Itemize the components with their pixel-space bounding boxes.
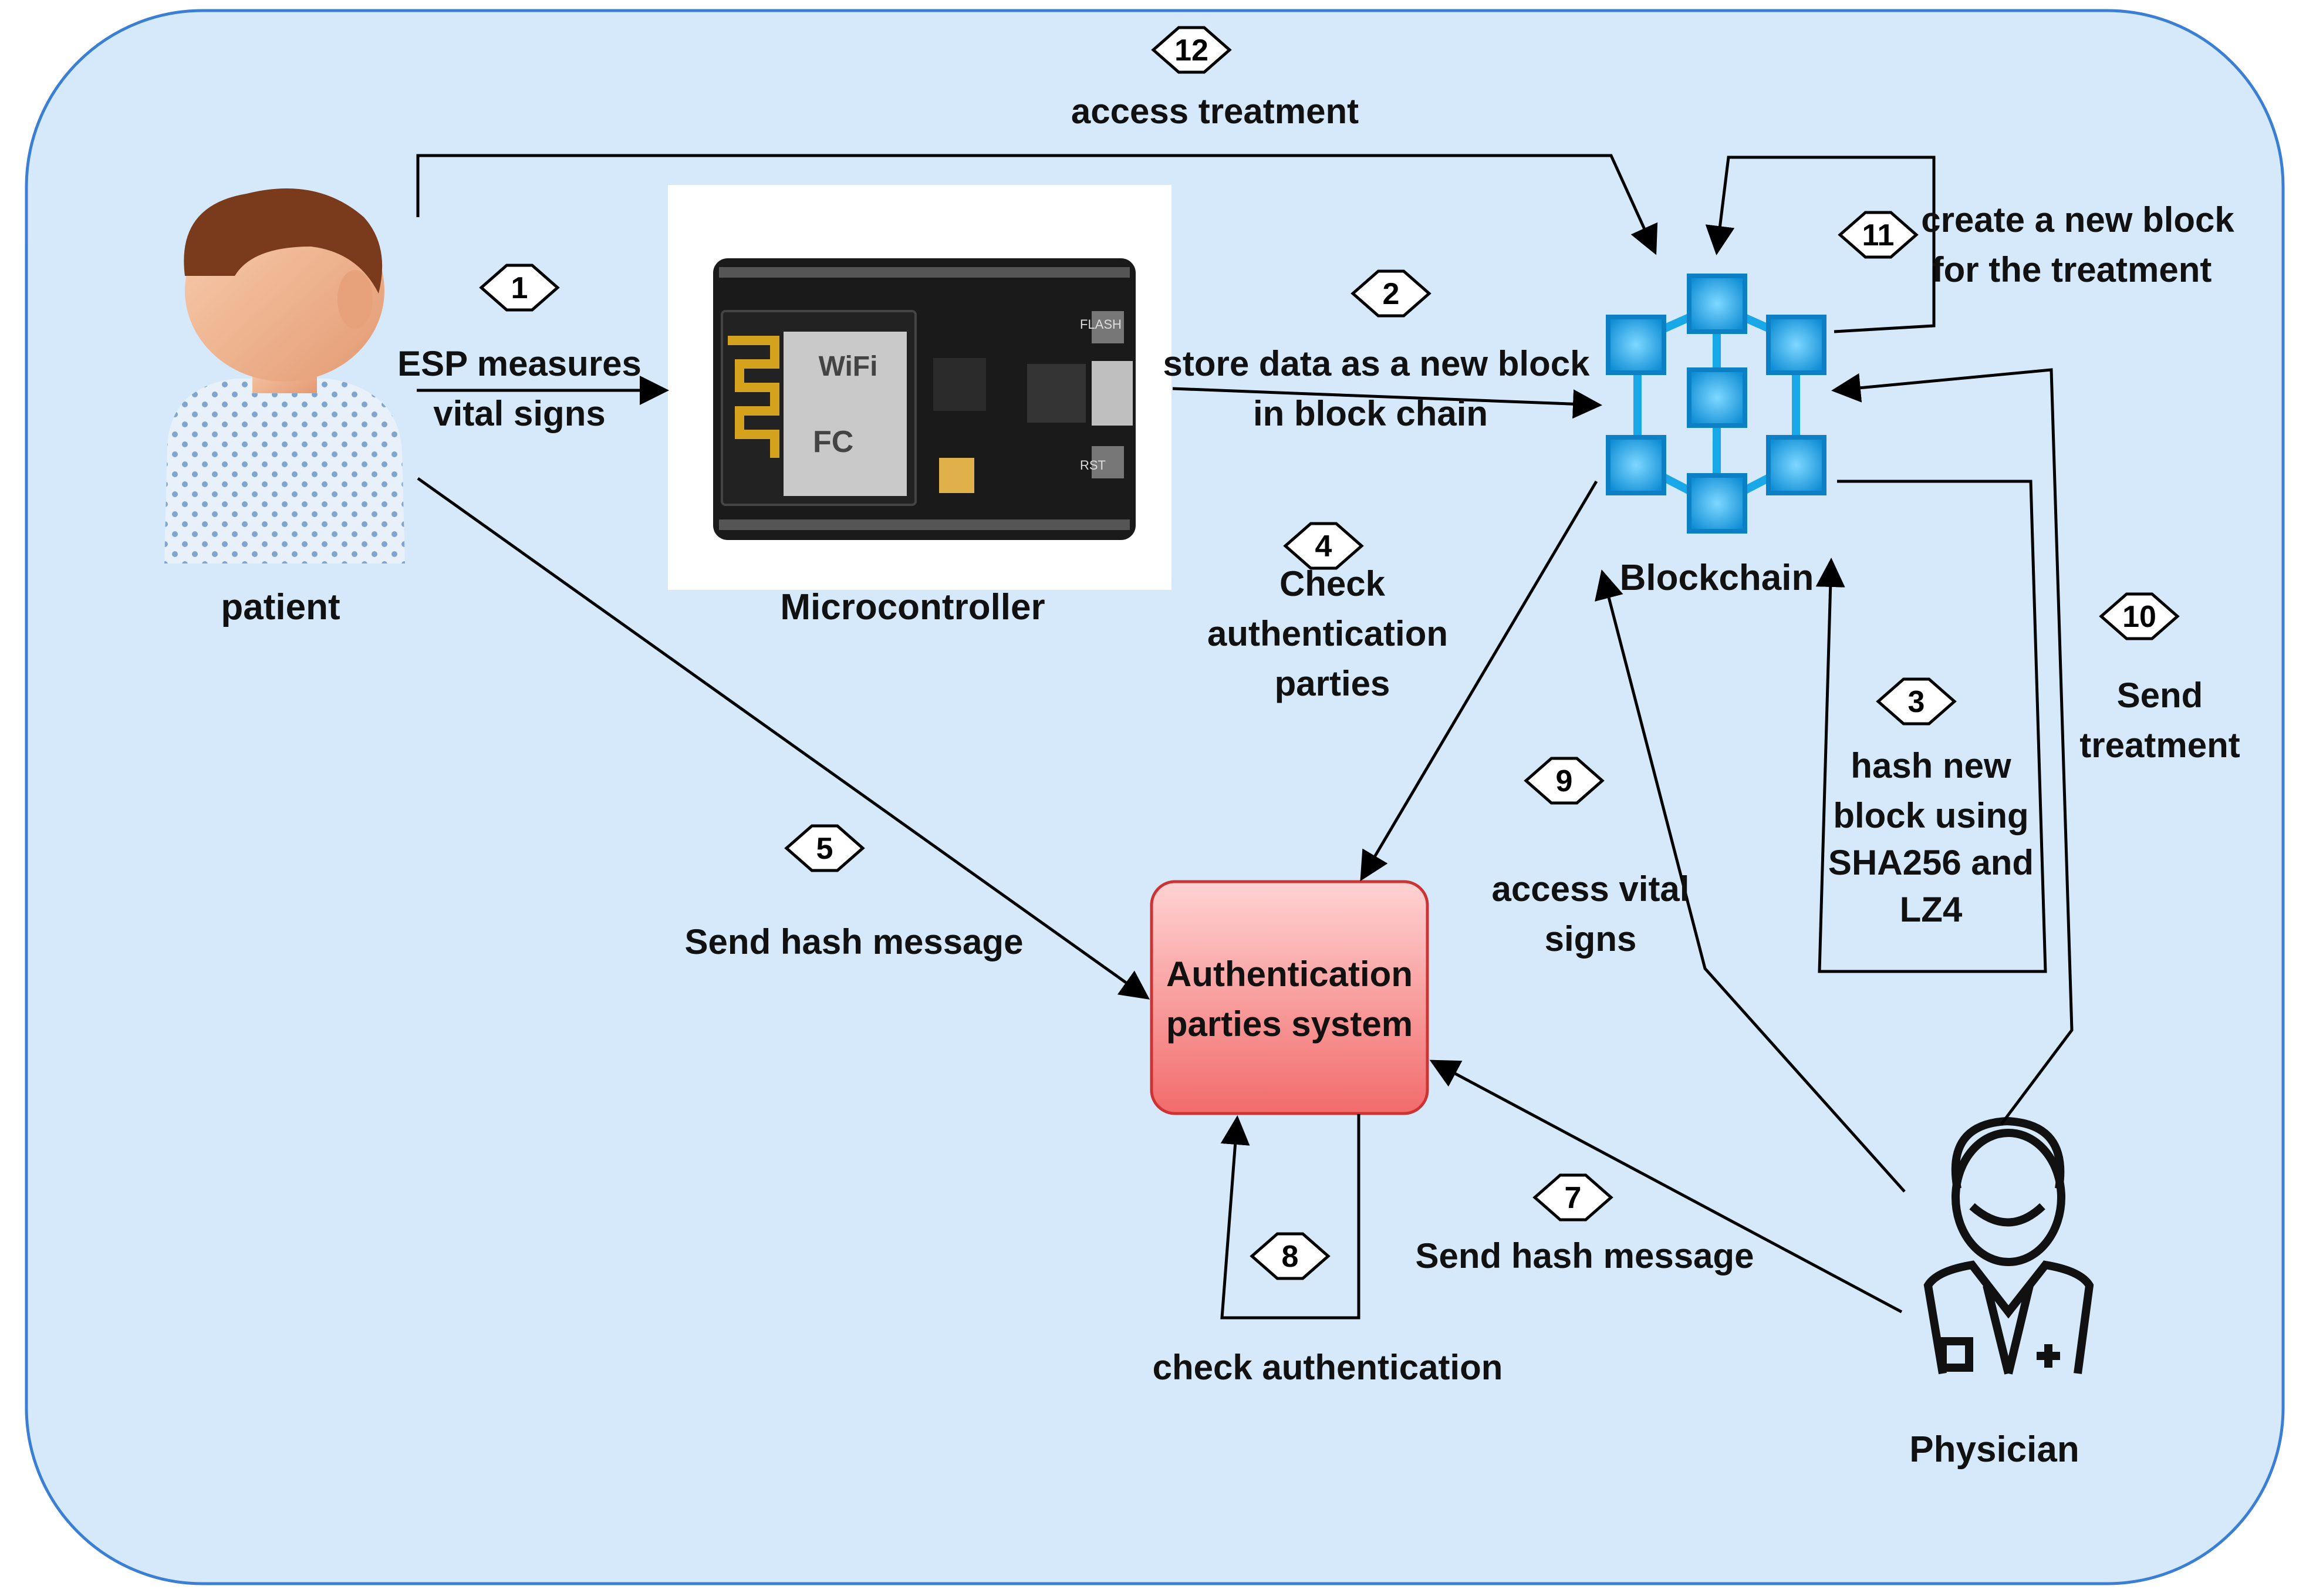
step-badge — [479, 264, 560, 312]
step-badge — [1250, 1232, 1331, 1280]
step-badge — [784, 824, 865, 872]
blockchain-cubes-icon — [1606, 274, 1826, 534]
connector-step-4 — [1360, 480, 1598, 882]
step-number: 8 — [1282, 1240, 1299, 1274]
step-label-line: ESP measures — [397, 344, 642, 383]
connector-step-7 — [1429, 1059, 1903, 1314]
step-number: 7 — [1565, 1181, 1582, 1215]
step-number: 4 — [1315, 529, 1332, 564]
step-badge — [1524, 757, 1605, 805]
step-number: 1 — [511, 271, 528, 305]
connector-step-12 — [416, 154, 1658, 255]
flow-connectors — [416, 154, 2074, 1320]
patient-avatar-icon — [164, 188, 405, 564]
step-label-line: LZ4 — [1900, 890, 1963, 929]
step-badge — [1283, 522, 1364, 570]
step-12: 12 access treatment — [1071, 26, 1359, 131]
step-label-line: vital signs — [433, 394, 605, 433]
step-number: 11 — [1862, 218, 1895, 252]
auth-system-label-line2: parties system — [1166, 1004, 1413, 1044]
step-number: 2 — [1383, 277, 1400, 311]
auth-system-label-line1: Authentication — [1166, 954, 1413, 994]
board-rst-mark: RST — [1080, 458, 1106, 473]
step-label-line: in block chain — [1253, 394, 1488, 433]
connector-step-2 — [1172, 387, 1602, 419]
step-9: 9 access vital signs — [1492, 757, 1690, 959]
step-8: 8 check authentication — [1153, 1232, 1503, 1387]
step-badge — [1350, 269, 1431, 318]
step-label-line: store data as a new block — [1163, 344, 1591, 383]
step-label-line: treatment — [2079, 726, 2240, 765]
step-label-line: Check — [1279, 564, 1386, 603]
connector-step-9 — [1595, 569, 1906, 1193]
step-label-line: SHA256 and — [1828, 843, 2034, 882]
step-label-line: Send hash message — [1416, 1236, 1754, 1276]
auth-system-box: Authentication parties system — [1150, 880, 1429, 1115]
physician-label: Physician — [1909, 1429, 2079, 1470]
step-label-line: authentication — [1207, 614, 1448, 653]
step-label-line: Send hash message — [685, 922, 1024, 961]
step-label-line: hash new — [1851, 746, 2011, 785]
physician-line-icon — [1923, 1116, 2094, 1375]
board-wifi-mark: WiFi — [819, 351, 878, 382]
step-label-line: block using — [1833, 796, 2028, 835]
connector-step-3 — [1815, 480, 2047, 973]
step-11: 11 create a new block for the treatment — [1838, 200, 2234, 289]
step-label-line: create a new block — [1921, 200, 2234, 239]
board-flash-mark: FLASH — [1080, 317, 1122, 332]
connector-step-11 — [1705, 156, 1936, 333]
step-badge — [2099, 592, 2180, 640]
connector-step-10 — [1831, 368, 2074, 1125]
step-number: 12 — [1174, 33, 1208, 68]
step-number: 3 — [1908, 685, 1925, 719]
connector-step-5 — [417, 477, 1150, 1000]
step-label-line: parties — [1275, 664, 1390, 703]
step-2: 2 store data as a new block in block chain — [1163, 269, 1591, 433]
blockchain-label: Blockchain — [1620, 558, 1814, 598]
step-number: 5 — [816, 832, 833, 866]
microcontroller-label: Microcontroller — [780, 587, 1045, 627]
step-badge — [1838, 211, 1919, 259]
connector-step-8 — [1220, 1114, 1360, 1320]
step-label-line: signs — [1545, 919, 1637, 959]
step-label-line: check authentication — [1153, 1348, 1503, 1387]
patient-label: patient — [221, 587, 340, 627]
step-number: 9 — [1556, 764, 1573, 798]
step-badge — [1532, 1173, 1613, 1222]
step-badge — [1876, 677, 1957, 726]
step-label-line: access treatment — [1071, 92, 1359, 131]
step-label-line: Send — [2117, 676, 2203, 715]
esp8266-board-icon: WiFi FC FLASH RST — [668, 185, 1171, 590]
step-number: 10 — [2122, 600, 2156, 634]
step-badge — [1151, 26, 1232, 74]
step-label-line: for the treatment — [1932, 250, 2212, 289]
board-fc-mark: FC — [813, 425, 853, 459]
step-label-line: access vital — [1492, 869, 1690, 909]
